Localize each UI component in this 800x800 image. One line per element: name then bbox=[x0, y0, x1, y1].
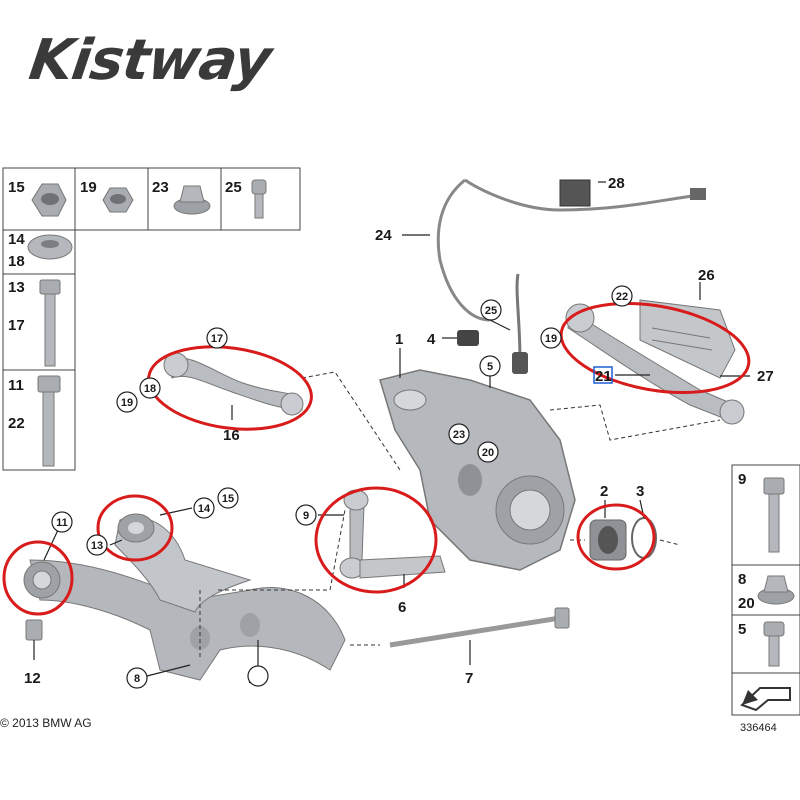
circled-13: 13 bbox=[91, 540, 103, 552]
label-9-box: 9 bbox=[738, 471, 746, 488]
label-28: 28 bbox=[608, 175, 625, 192]
bracket-4 bbox=[457, 330, 479, 346]
circled-25: 25 bbox=[485, 305, 497, 317]
label-27: 27 bbox=[757, 368, 774, 385]
highlight-bushing-11 bbox=[2, 540, 74, 616]
label-13: 13 bbox=[8, 279, 25, 296]
label-23: 23 bbox=[152, 179, 169, 196]
circled-8: 8 bbox=[134, 673, 140, 685]
copyright-text: © 2013 BMW AG bbox=[0, 716, 92, 730]
hardware-table-right bbox=[731, 464, 800, 716]
circled-15-ring bbox=[217, 487, 239, 509]
hardware-nut-19 bbox=[102, 187, 134, 213]
hardware-bolt-5 bbox=[763, 621, 785, 667]
circled-17: 17 bbox=[211, 333, 223, 345]
hardware-bolt-9 bbox=[763, 477, 785, 553]
circled-callouts bbox=[51, 285, 633, 689]
label-14: 14 bbox=[8, 231, 25, 248]
label-4: 4 bbox=[427, 331, 436, 348]
callout-labels: 15 19 23 25 14 18 13 17 11 22 9 8 20 5 1… bbox=[8, 175, 774, 687]
diagram-reference-number: 336464 bbox=[740, 722, 777, 734]
label-19: 19 bbox=[80, 179, 97, 196]
hardware-washer-14 bbox=[27, 234, 73, 260]
circled-19-right: 19 bbox=[545, 333, 557, 345]
highlight-control-arm-16 bbox=[147, 345, 313, 431]
label-21: 21 bbox=[595, 368, 612, 385]
circled-18: 18 bbox=[144, 383, 156, 395]
arrow-icon bbox=[740, 687, 791, 712]
label-15: 15 bbox=[8, 179, 25, 196]
assembly-lines bbox=[199, 371, 721, 660]
circled-15: 15 bbox=[222, 493, 234, 505]
circled-5: 5 bbox=[487, 361, 493, 373]
label-16: 16 bbox=[223, 427, 240, 444]
label-21-box bbox=[593, 366, 613, 384]
hardware-bolt-13 bbox=[39, 279, 61, 367]
circled-19-left: 19 bbox=[121, 397, 133, 409]
hardware-table-left bbox=[2, 167, 301, 471]
label-7: 7 bbox=[465, 670, 473, 687]
label-3: 3 bbox=[636, 483, 644, 500]
highlight-bushing-13 bbox=[96, 494, 174, 562]
label-11: 11 bbox=[8, 377, 24, 394]
rubber-mount-2 bbox=[589, 519, 627, 561]
rear-axle-carrier bbox=[23, 513, 346, 681]
circled-11: 11 bbox=[56, 517, 68, 529]
circled-callout-text: 17 18 19 19 22 25 5 23 20 11 13 14 9 8 bbox=[56, 291, 628, 685]
circled-20: 20 bbox=[482, 447, 494, 459]
label-26: 26 bbox=[698, 267, 715, 284]
label-18: 18 bbox=[8, 253, 25, 270]
highlight-control-arm-21 bbox=[559, 301, 751, 395]
speed-sensor-head bbox=[512, 352, 528, 374]
long-bolt-7 bbox=[389, 607, 570, 648]
label-6: 6 bbox=[398, 599, 406, 616]
hardware-flange-nut-23 bbox=[173, 185, 211, 215]
label-8-box: 8 bbox=[738, 571, 746, 588]
label-24: 24 bbox=[375, 227, 392, 244]
cable-clip-28 bbox=[559, 179, 591, 207]
hardware-nut-15 bbox=[31, 183, 67, 217]
abs-sensor-cable bbox=[436, 178, 701, 322]
highlight-rubber-mount-2 bbox=[576, 503, 656, 571]
label-17: 17 bbox=[8, 317, 25, 334]
circled-9: 9 bbox=[303, 510, 309, 522]
label-20-box: 20 bbox=[738, 595, 755, 612]
hardware-bolt-25 bbox=[251, 179, 267, 219]
protective-plate-26 bbox=[639, 299, 736, 379]
label-12: 12 bbox=[24, 670, 41, 687]
control-arm-16 bbox=[163, 352, 304, 416]
label-2: 2 bbox=[600, 483, 608, 500]
label-5-box: 5 bbox=[738, 621, 746, 638]
wheel-carrier bbox=[379, 369, 576, 571]
label-1: 1 bbox=[395, 331, 403, 348]
cable-connector bbox=[690, 188, 706, 200]
hardware-bolt-11 bbox=[37, 375, 61, 467]
circled-23: 23 bbox=[453, 429, 465, 441]
circled-14: 14 bbox=[198, 503, 211, 515]
highlight-toe-link-6 bbox=[314, 486, 438, 594]
highlight-circles bbox=[2, 301, 751, 616]
label-22: 22 bbox=[8, 415, 25, 432]
hardware-flange-nut-8 bbox=[757, 575, 795, 605]
circled-22: 22 bbox=[616, 291, 628, 303]
speed-sensor bbox=[515, 273, 522, 361]
label-25: 25 bbox=[225, 179, 242, 196]
